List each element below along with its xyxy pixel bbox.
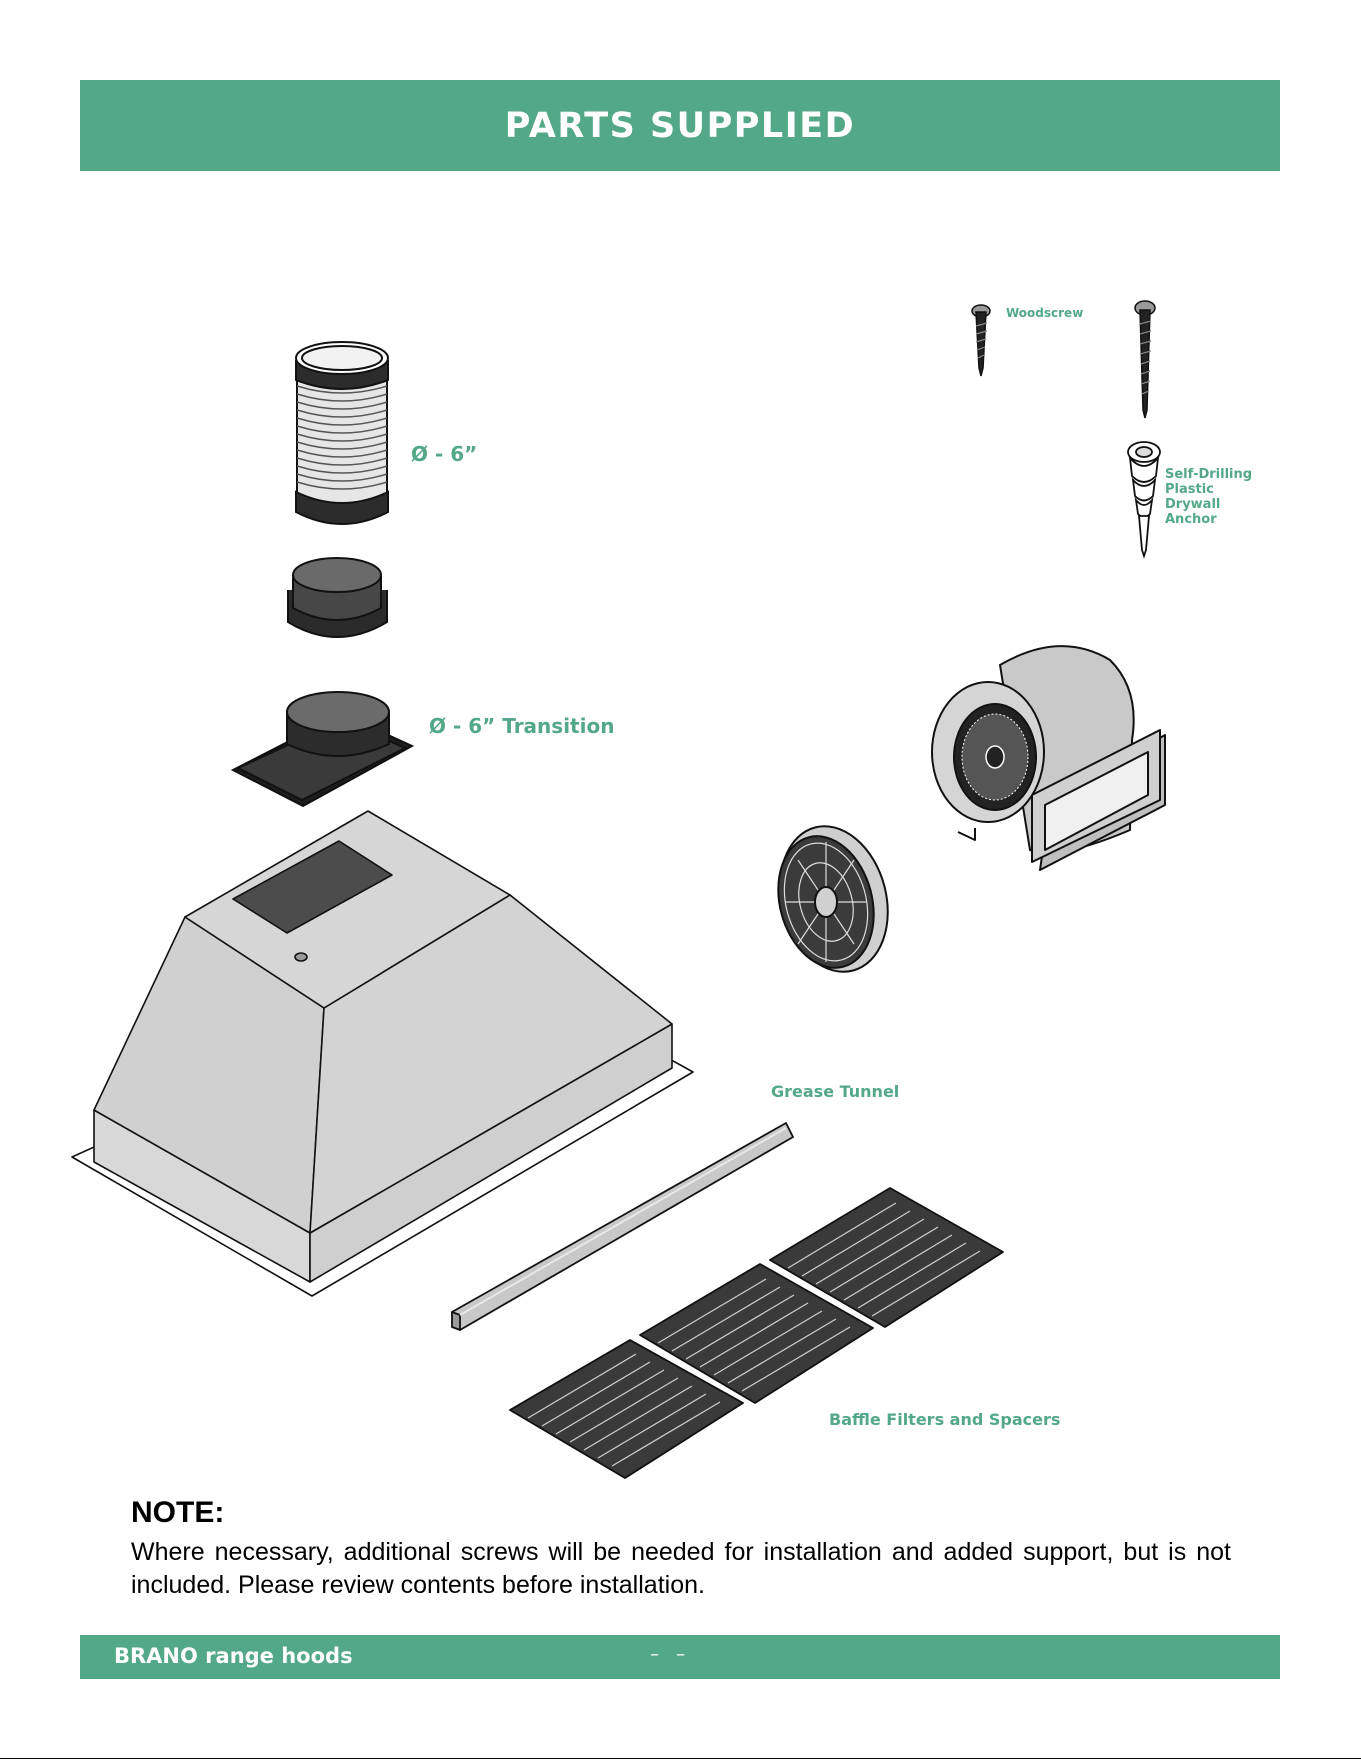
anchor-label-line-3: Drywall <box>1165 496 1221 512</box>
footer-brand: BRANO range hoods <box>114 1644 353 1668</box>
bottom-rule <box>0 1758 1361 1759</box>
transition-image <box>230 691 415 808</box>
flexible-duct-image <box>295 341 389 525</box>
note-title: NOTE: <box>131 1496 225 1529</box>
note-body: Where necessary, additional screws will … <box>131 1538 1231 1599</box>
page-title: PARTS SUPPLIED <box>504 105 856 146</box>
anchor-label-line-1: Self-Drilling <box>1165 467 1253 482</box>
charcoal-filter-image <box>777 825 889 973</box>
baffle-filters-label: Baffle Filters and Spacers <box>829 1410 1061 1429</box>
footer-bar: BRANO range hoods – – <box>80 1635 1280 1679</box>
anchor-label-line-2: Plastic <box>1165 481 1214 497</box>
duct-diameter-label: Ø - 6” <box>411 442 478 466</box>
baffle-filter-middle-image <box>639 1263 874 1404</box>
section-header: PARTS SUPPLIED <box>80 80 1280 171</box>
drywall-anchor-image <box>1127 441 1161 559</box>
range-hood-insert-image <box>71 810 694 1297</box>
footer-page-marks: – – <box>650 1644 686 1665</box>
blower-motor-image <box>931 645 1166 871</box>
anchor-label: Self-Drilling Plastic Drywall Anchor <box>1165 467 1253 528</box>
grease-tunnel-image <box>451 1122 794 1331</box>
grease-tunnel-label: Grease Tunnel <box>771 1082 900 1101</box>
duct-adapter-image <box>287 557 388 638</box>
woodscrew-image <box>971 300 1156 419</box>
transition-label: Ø - 6” Transition <box>429 714 615 738</box>
baffle-filter-right-image <box>769 1187 1004 1328</box>
baffle-filter-left-image <box>509 1339 744 1479</box>
anchor-label-line-4: Anchor <box>1165 511 1217 527</box>
woodscrew-label: Woodscrew <box>1006 306 1084 320</box>
